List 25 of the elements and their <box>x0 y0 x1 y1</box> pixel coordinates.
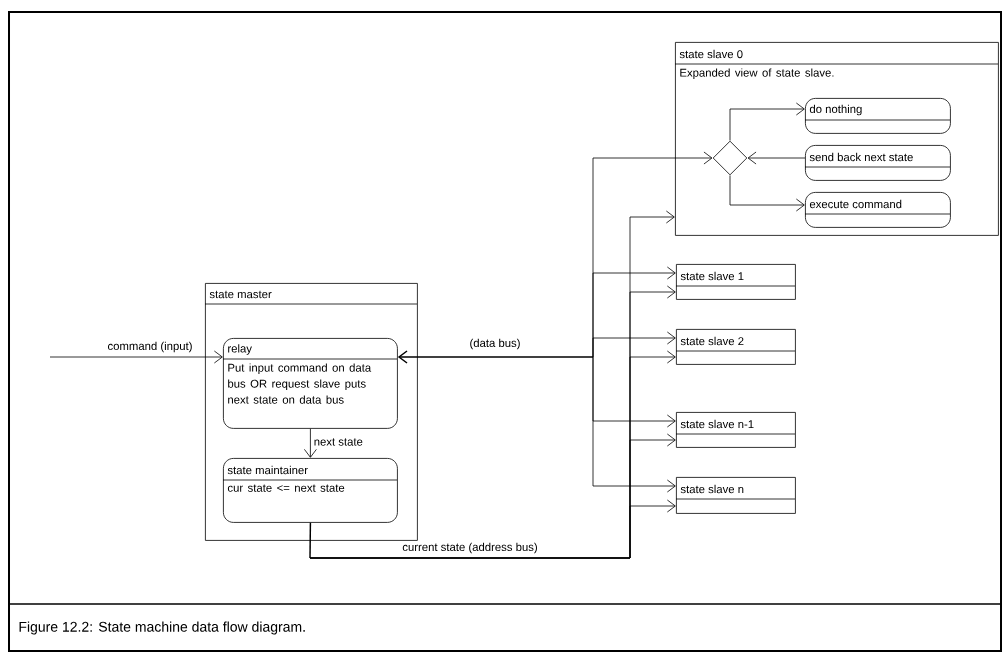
arrow <box>304 428 317 458</box>
component-box: state slave 1 <box>675 264 796 300</box>
edge-label: current state (address bus) <box>400 541 540 555</box>
state-box: execute command <box>804 192 951 228</box>
component-box: state slave n-1 <box>675 412 796 448</box>
state-box: relay Put input command on data bus OR request slave puts next state on data bus <box>222 338 398 429</box>
state-box: send back next state <box>804 145 951 181</box>
arrow <box>309 499 676 559</box>
edge-label: command (input) <box>106 340 194 354</box>
arrow <box>49 350 223 364</box>
arrow <box>729 175 805 212</box>
bus-line <box>397 350 594 364</box>
bus-line <box>309 522 312 559</box>
arrow <box>747 151 806 165</box>
arrow <box>592 331 676 358</box>
component-box: state slave n <box>675 477 796 514</box>
arrow <box>729 102 805 141</box>
state-box: do nothing <box>804 98 951 134</box>
caption: Figure 12.2: State machine data flow diagram. <box>19 621 305 635</box>
edge-label: next state <box>312 436 365 448</box>
component-box: state slave 2 <box>675 329 796 365</box>
arrow <box>592 356 676 493</box>
edge-label: (data bus) <box>468 337 522 351</box>
state-box: state maintainer cur state <= next state <box>222 458 398 523</box>
decision-diamond <box>712 140 748 176</box>
